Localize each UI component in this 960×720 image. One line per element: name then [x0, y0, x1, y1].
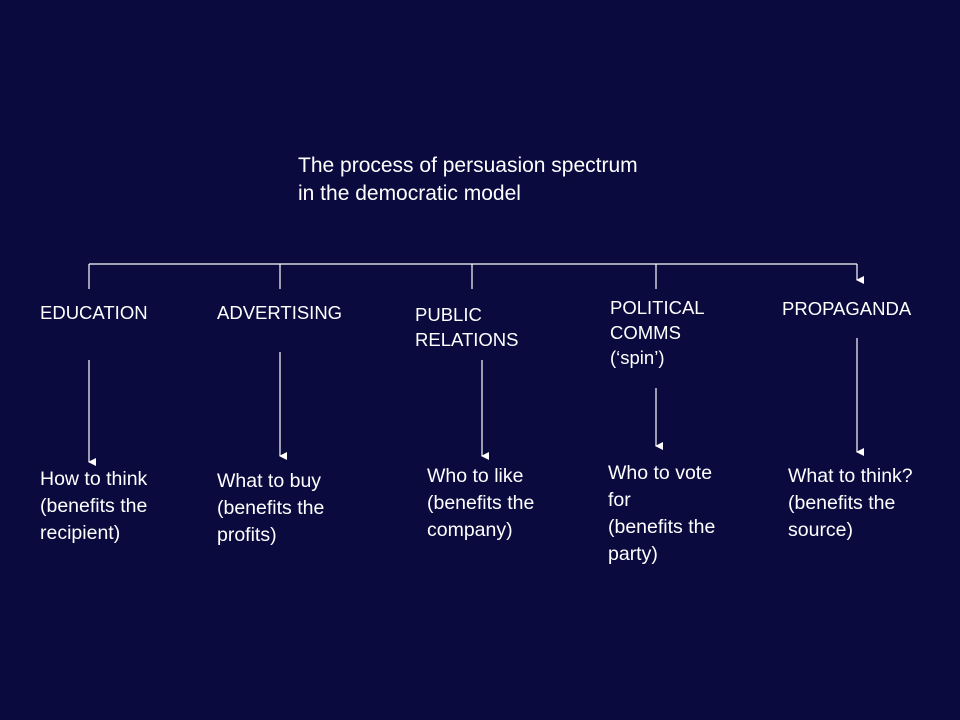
description-line: company)	[427, 519, 513, 541]
category-education: EDUCATION	[40, 300, 148, 325]
description-line: (benefits the	[788, 492, 896, 514]
description-political-comms: Who to vote for (benefits the party)	[608, 460, 715, 568]
category-label: PROPAGANDA	[782, 298, 912, 319]
category-label: EDUCATION	[40, 302, 148, 323]
title-line-2: in the democratic model	[298, 182, 521, 205]
description-line: (benefits the	[40, 495, 148, 517]
category-label: POLITICAL	[610, 297, 705, 318]
description-line: for	[608, 489, 631, 511]
description-line: source)	[788, 519, 854, 541]
description-advertising: What to buy (benefits the profits)	[217, 468, 324, 549]
category-label: (‘spin’)	[610, 347, 665, 368]
description-education: How to think (benefits the recipient)	[40, 466, 147, 547]
description-line: (benefits the	[427, 492, 535, 514]
description-public-relations: Who to like (benefits the company)	[427, 463, 534, 544]
category-label: ADVERTISING	[217, 302, 343, 323]
description-line: What to think?	[788, 465, 913, 487]
description-line: recipient)	[40, 522, 121, 544]
description-line: (benefits the	[217, 497, 325, 519]
diagram-title: The process of persuasion spectrum in th…	[298, 152, 638, 208]
category-label: RELATIONS	[415, 329, 519, 350]
description-line: profits)	[217, 524, 277, 546]
category-label: PUBLIC	[415, 304, 482, 325]
description-propaganda: What to think? (benefits the source)	[788, 463, 913, 544]
category-political-comms: POLITICAL COMMS (‘spin’)	[610, 295, 705, 370]
category-public-relations: PUBLIC RELATIONS	[415, 302, 518, 352]
description-line: party)	[608, 543, 658, 565]
description-line: What to buy	[217, 470, 322, 492]
description-line: (benefits the	[608, 516, 716, 538]
description-line: Who to like	[427, 465, 524, 487]
description-line: Who to vote	[608, 462, 713, 484]
category-advertising: ADVERTISING	[217, 300, 342, 325]
description-line: How to think	[40, 468, 148, 490]
category-propaganda: PROPAGANDA	[782, 296, 911, 321]
category-label: COMMS	[610, 322, 681, 343]
title-line-1: The process of persuasion spectrum	[298, 154, 638, 177]
